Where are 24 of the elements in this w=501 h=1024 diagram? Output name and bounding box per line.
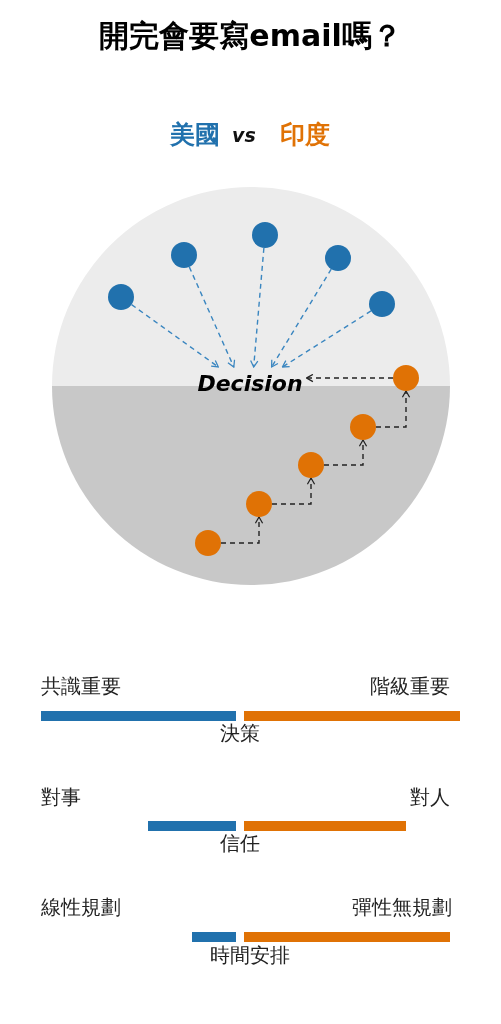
dimension-label: 時間安排 [210, 942, 290, 969]
subtitle: 美國 [170, 119, 220, 151]
scale-label: 階級重要 [370, 673, 450, 700]
dashed-arrow [281, 310, 372, 368]
scale-label: 共識重要 [41, 673, 121, 700]
title: 開完會要寫email嗎？ [98, 17, 403, 55]
dashed-arrow [130, 303, 220, 368]
dashed-arrow [270, 268, 332, 368]
scale-label: 對人 [410, 784, 450, 811]
dashed-arrow [305, 373, 394, 383]
subtitle: vs [232, 124, 256, 146]
dashed-arrow [271, 477, 316, 505]
subtitle: 印度 [280, 119, 330, 151]
dimension-label: 信任 [220, 830, 260, 857]
scale-label: 線性規劃 [41, 894, 121, 921]
dashed-arrow [375, 390, 411, 428]
dashed-arrow [250, 247, 265, 368]
dashed-arrow [323, 439, 368, 466]
scale-label: 對事 [41, 784, 81, 811]
dashed-arrow [220, 516, 264, 544]
decision-label: Decision [197, 371, 303, 397]
scale-label: 彈性無規劃 [352, 894, 452, 921]
dimension-label: 決策 [220, 720, 260, 747]
dashed-arrow [188, 266, 236, 368]
